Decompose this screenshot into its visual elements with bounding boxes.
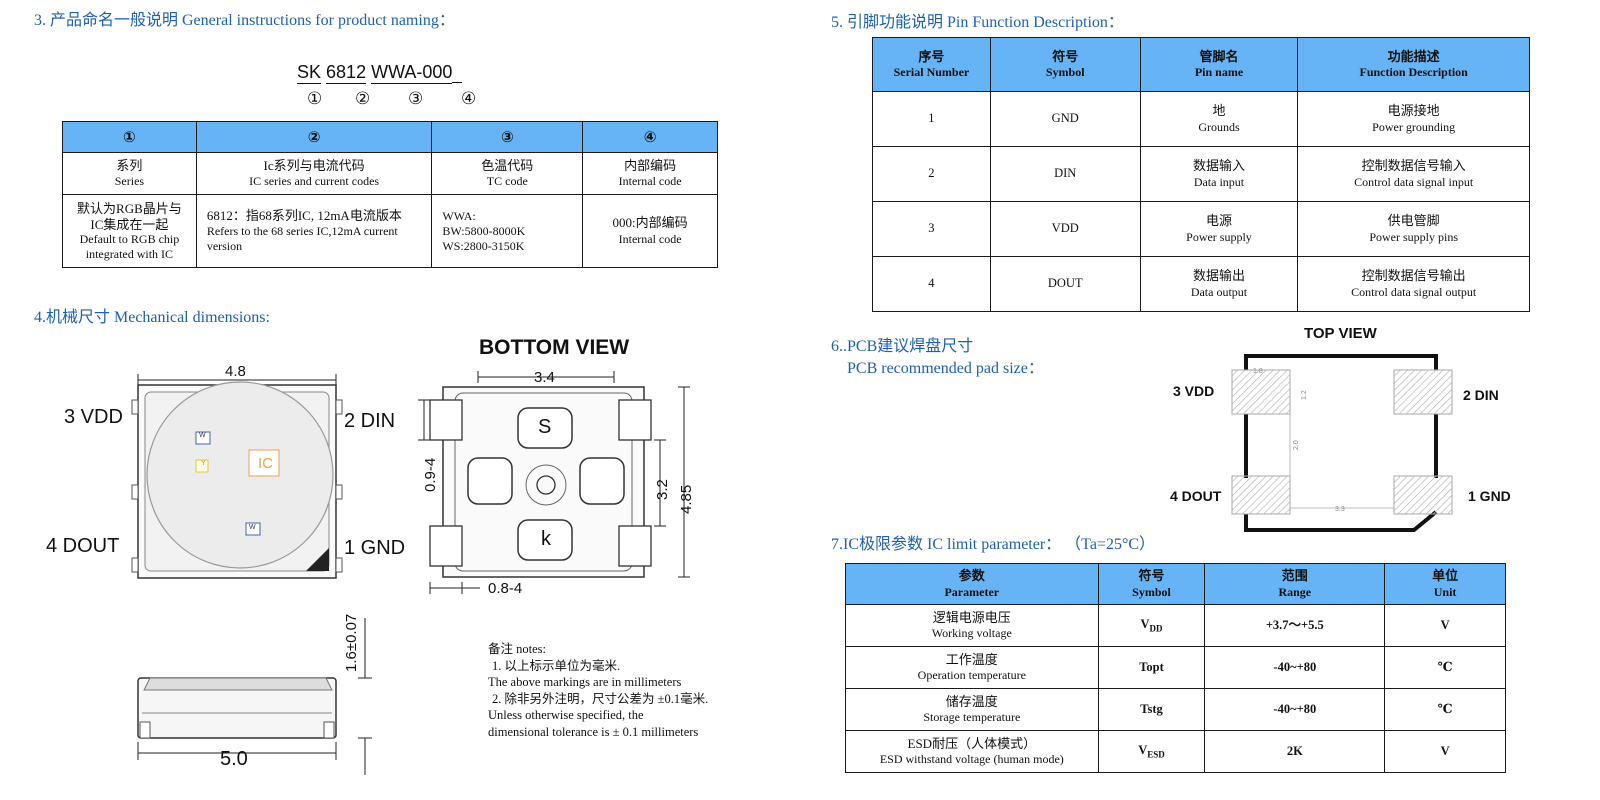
code-part-series: SK <box>297 62 322 84</box>
pin-label-3vdd: 3 VDD <box>64 406 123 428</box>
code-part-tc: WWA- <box>371 62 423 84</box>
pin-label-4dout: 4 DOUT <box>46 535 120 557</box>
limits-section-title: 7.IC极限参数 IC limit parameter： （Ta=25°C） <box>831 536 1156 553</box>
pin-label-1gnd: 1 GND <box>344 537 406 559</box>
chip-ic: IC <box>258 455 273 472</box>
code-marker-3: ③ <box>408 89 424 109</box>
pcb-top-view: TOP VIEW <box>1304 325 1377 342</box>
code-marker-2: ② <box>355 89 371 109</box>
naming-header-3: ③ <box>431 121 584 153</box>
pin-label-2din: 2 DIN <box>344 410 396 432</box>
pcb-label-3vdd: 3 VDD <box>1173 383 1215 399</box>
code-part-internal: 000 <box>422 62 453 84</box>
product-code: SK 6812 WWA-000 <box>297 62 463 84</box>
naming-header-1: ① <box>62 121 197 153</box>
pcb-dim-3-3: 3.3 <box>1335 506 1345 513</box>
bv-dim-4-85: 4.85 <box>678 484 695 514</box>
bv-pad-s: S <box>538 416 552 438</box>
bv-dim-0-9-4: 0.9-4 <box>422 457 439 492</box>
bv-dim-0-8-4: 0.8-4 <box>488 580 523 597</box>
chip-w-top: W <box>199 432 206 439</box>
pins-section-title: 5. 引脚功能说明 Pin Function Description： <box>831 14 1124 31</box>
naming-section-title: 3. 产品命名一般说明 General instructions for pro… <box>34 12 455 29</box>
bottom-view-title: BOTTOM VIEW <box>479 336 630 359</box>
dim-width-4-8: 4.8 <box>225 363 246 380</box>
pcb-title-zh: 6..PCB建议焊盘尺寸 <box>831 338 974 355</box>
pcb-label-4dout: 4 DOUT <box>1170 488 1222 504</box>
bv-pad-k: k <box>541 528 551 550</box>
pcb-title-en: PCB recommended pad size： <box>847 360 1044 377</box>
dim-height: 1.6±0.07 <box>343 613 360 672</box>
naming-header-4: ④ <box>582 121 718 153</box>
pcb-dim-1-2: 1.2 <box>1301 390 1308 400</box>
code-marker-1: ① <box>307 89 323 109</box>
naming-header-2: ② <box>195 121 433 153</box>
table-row: ESD耐压（人体模式）ESD withstand voltage (human … <box>845 730 1506 773</box>
mech-notes: 备注 notes: 1. 以上标示单位为毫米. The above markin… <box>488 642 709 739</box>
pcb-dim-2-0: 2.0 <box>1293 440 1300 450</box>
code-part-ic: 6812 <box>326 62 367 84</box>
mech-drawing <box>131 371 690 775</box>
code-marker-4: ④ <box>461 89 477 109</box>
pcb-drawing <box>1231 354 1453 532</box>
bv-dim-3-4: 3.4 <box>534 369 555 386</box>
pcb-dim-1-8: 1.8 <box>1253 368 1263 375</box>
bv-dim-3-2: 3.2 <box>654 479 671 500</box>
chip-y: Y <box>201 460 206 467</box>
dim-width-5-0: 5.0 <box>220 748 248 770</box>
chip-w-bottom: W <box>249 524 256 531</box>
mech-section-title: 4.机械尺寸 Mechanical dimensions: <box>34 309 270 326</box>
pcb-label-2din: 2 DIN <box>1463 387 1499 403</box>
pcb-label-1gnd: 1 GND <box>1468 488 1511 504</box>
